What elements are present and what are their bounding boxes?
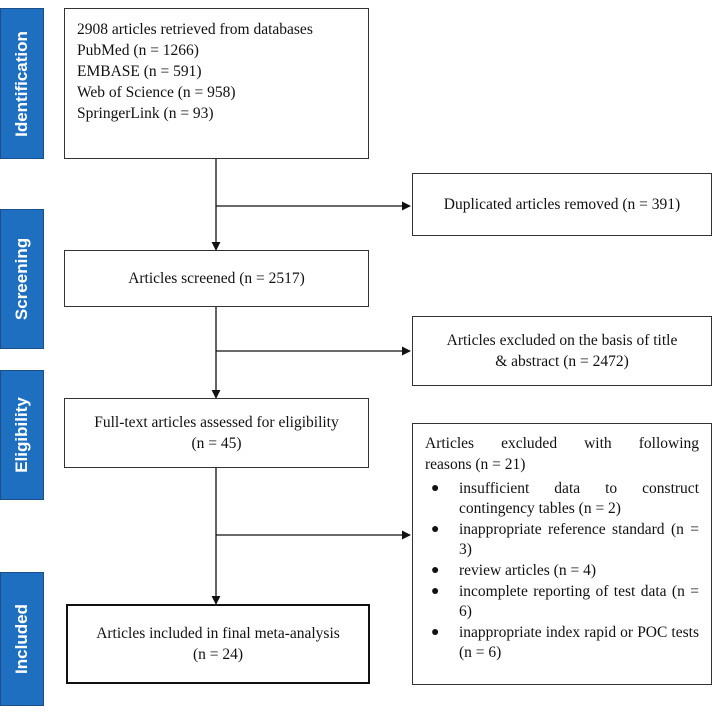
excluded-title-line1: Articles excluded on the basis of title — [446, 332, 678, 349]
excluded-reasons-title-line1: Articles excluded with following — [425, 435, 699, 452]
screened-text: Articles screened (n = 2517) — [128, 270, 305, 287]
fulltext-box: Full-text articles assessed for eligibil… — [64, 398, 369, 468]
exclusion-reason-item: ● incomplete reporting of test data (n = … — [425, 582, 699, 622]
excluded-title-box: Articles excluded on the basis of title … — [412, 316, 712, 386]
stage-eligibility: Eligibility — [0, 370, 44, 500]
identification-line: PubMed (n = 1266) — [77, 42, 199, 59]
exclusion-reason-item: ● insufficient data to construct continge… — [425, 479, 699, 519]
stage-included: Included — [0, 572, 44, 706]
exclusion-reason-text: incomplete reporting of test data (n = 6… — [459, 583, 699, 620]
stage-eligibility-label: Eligibility — [12, 397, 31, 473]
identification-line: SpringerLink (n = 93) — [77, 105, 214, 122]
bullet-icon: ● — [431, 563, 440, 578]
exclusion-reason-text: insufficient data to construct contingen… — [459, 480, 699, 517]
included-line1: Articles included in final meta-analysis — [96, 625, 340, 642]
exclusion-reason-text: review articles (n = 4) — [459, 562, 596, 579]
bullet-icon: ● — [431, 481, 440, 496]
included-line2: (n = 24) — [192, 646, 244, 663]
exclusion-reason-text: inappropriate index rapid or POC tests (… — [459, 624, 699, 661]
excluded-reasons-title-line2: reasons (n = 21) — [425, 456, 526, 473]
identification-box: 2908 articles retrieved from databases P… — [64, 8, 369, 159]
excluded-reasons-box: Articles excluded with following reasons… — [412, 423, 712, 685]
stage-identification-label: Identification — [12, 30, 31, 137]
exclusion-reason-item: ● inappropriate index rapid or POC tests … — [425, 623, 699, 663]
stage-identification: Identification — [0, 8, 44, 159]
fulltext-line2: (n = 45) — [191, 435, 242, 452]
duplicates-text: Duplicated articles removed (n = 391) — [443, 196, 681, 213]
included-box: Articles included in final meta-analysis… — [66, 604, 370, 684]
fulltext-line1: Full-text articles assessed for eligibil… — [94, 414, 339, 431]
exclusion-reason-text: inappropriate reference standard (n = 3) — [459, 521, 699, 558]
stage-screening-label: Screening — [12, 237, 31, 321]
exclusion-reason-item: ● review articles (n = 4) — [425, 561, 699, 581]
stage-screening: Screening — [0, 209, 44, 349]
exclusion-reason-item: ● inappropriate reference standard (n = 3… — [425, 520, 699, 560]
bullet-icon: ● — [431, 522, 440, 537]
excluded-title-line2: & abstract (n = 2472) — [495, 353, 629, 370]
bullet-icon: ● — [431, 625, 440, 640]
exclusion-reasons-list: ● insufficient data to construct continge… — [425, 479, 699, 663]
stage-included-label: Included — [12, 604, 31, 674]
identification-line: 2908 articles retrieved from databases — [77, 21, 313, 38]
duplicates-box: Duplicated articles removed (n = 391) — [412, 173, 712, 236]
bullet-icon: ● — [431, 584, 440, 599]
screened-box: Articles screened (n = 2517) — [64, 250, 369, 307]
identification-line: EMBASE (n = 591) — [77, 63, 202, 80]
identification-line: Web of Science (n = 958) — [77, 84, 236, 101]
